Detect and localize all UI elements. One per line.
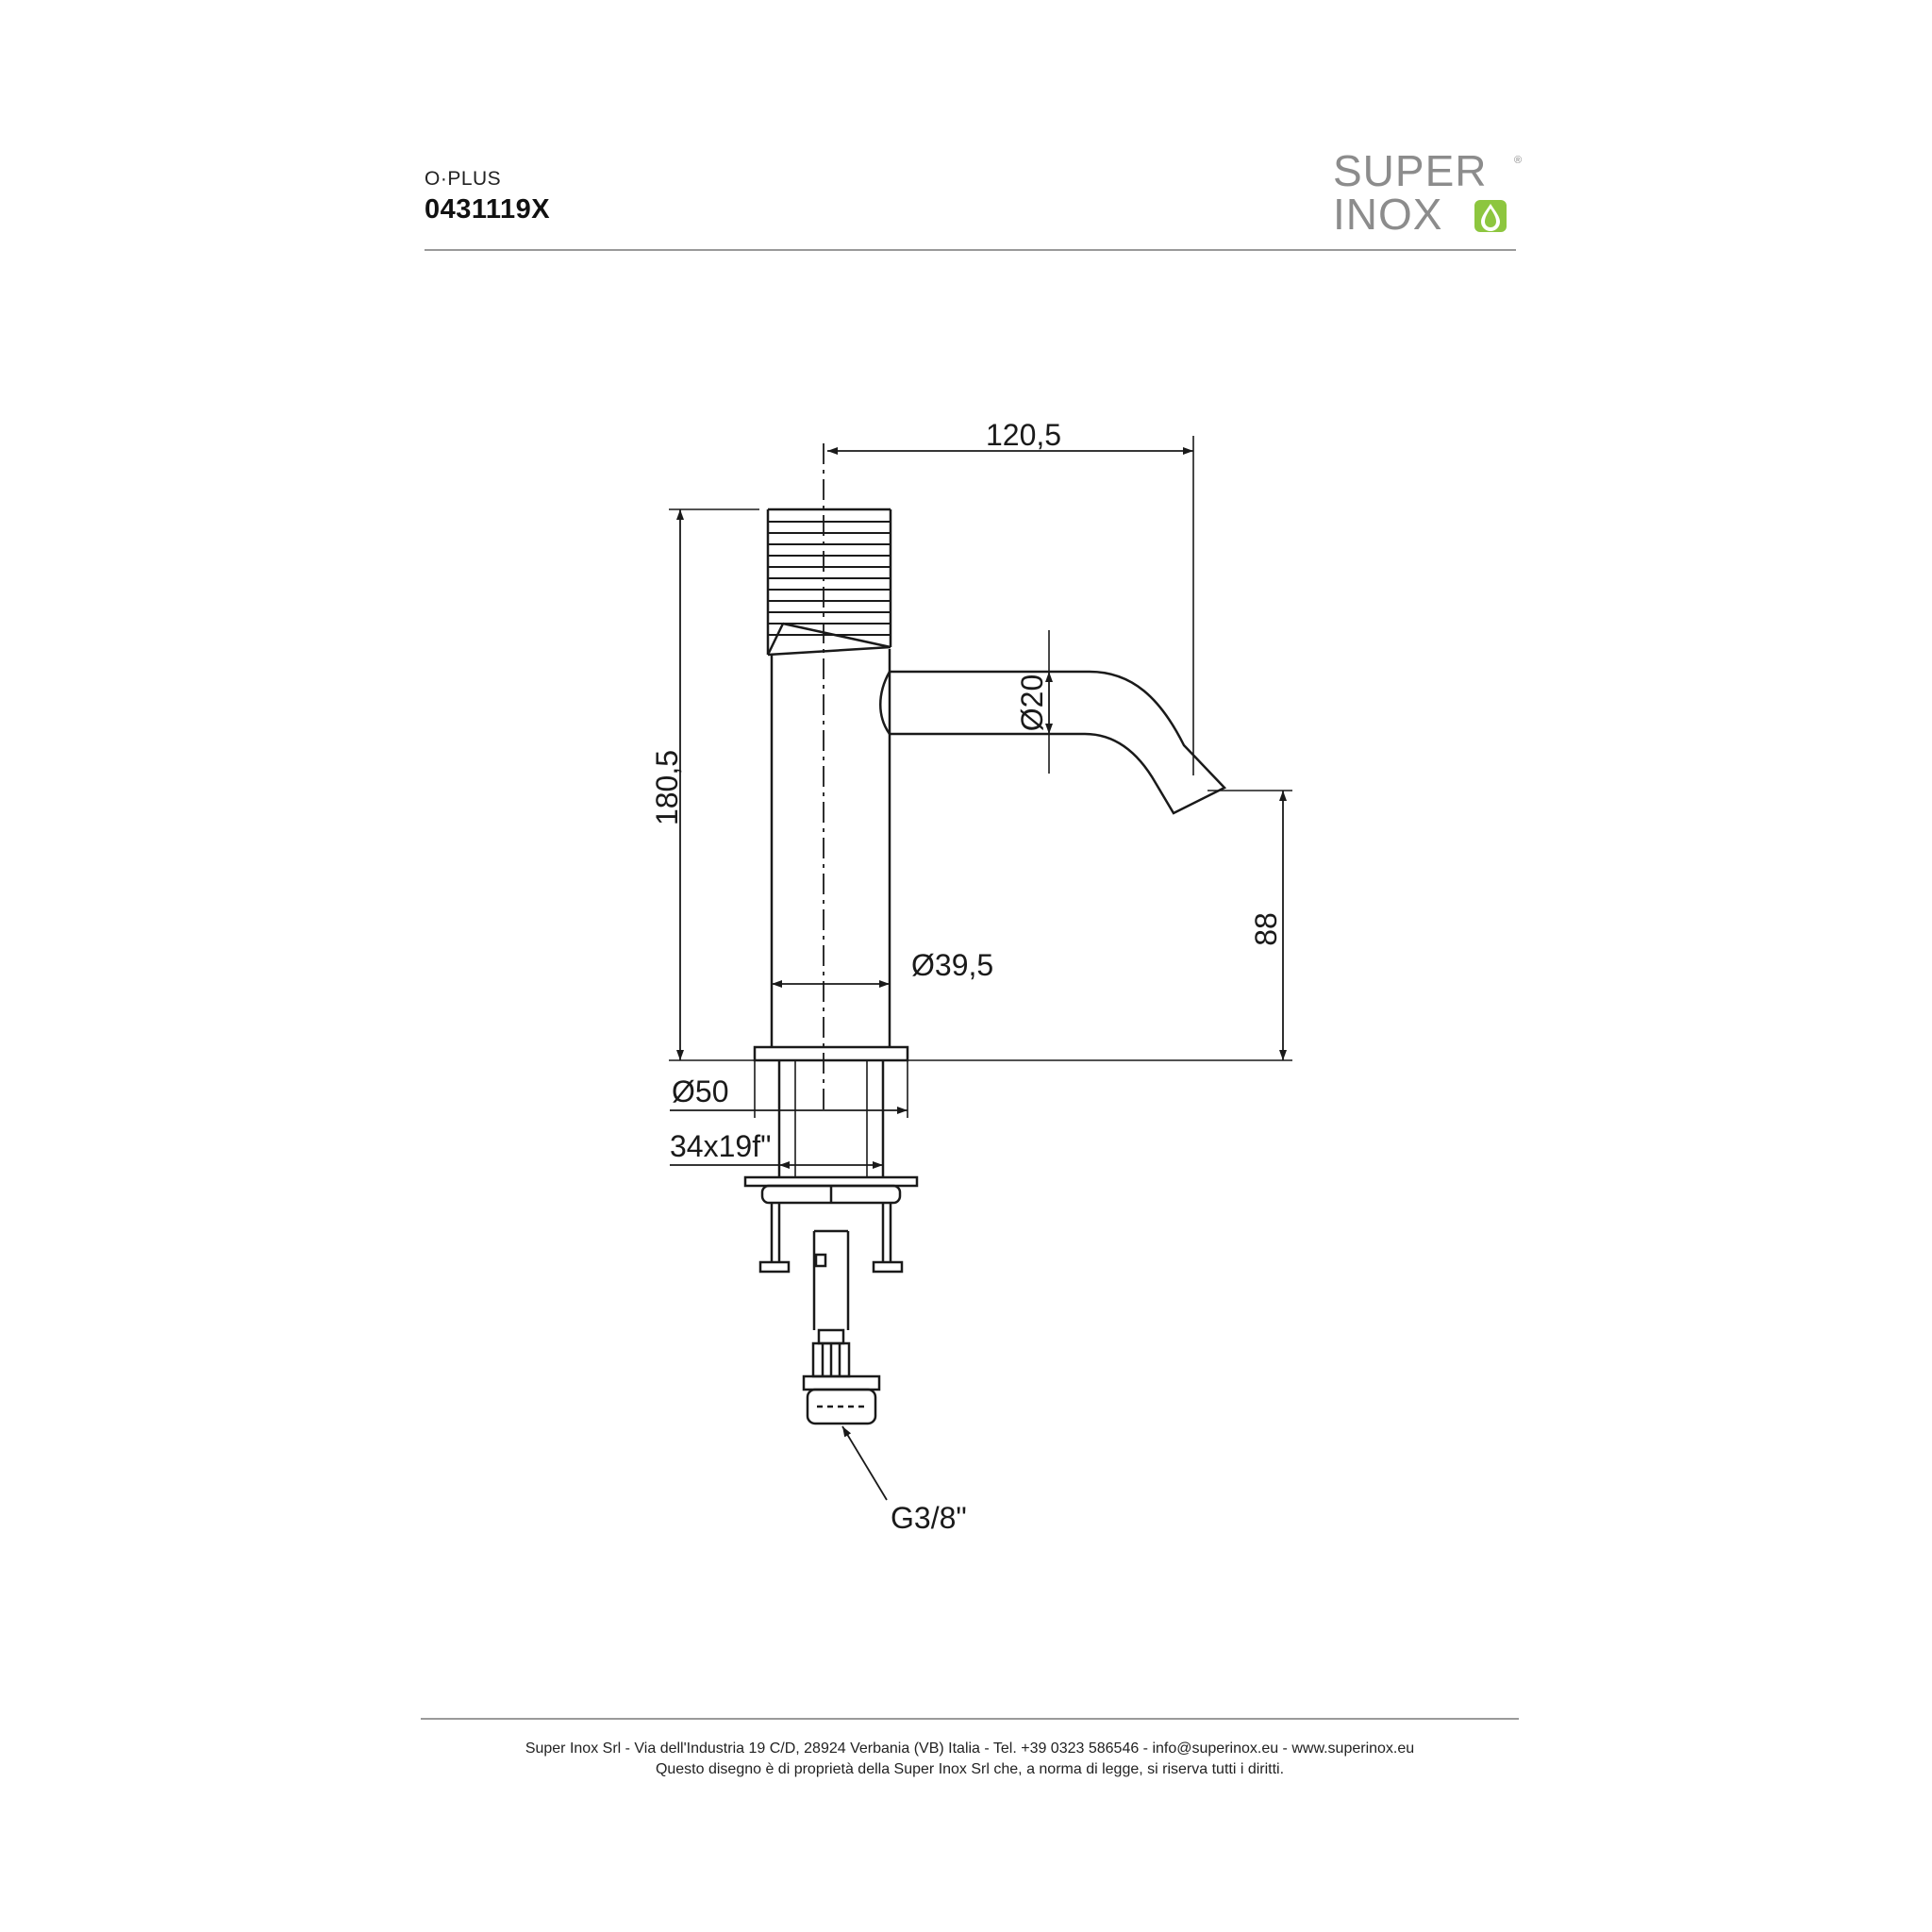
dim-body-diameter: Ø39,5 (911, 948, 993, 982)
dim-total-height: 180,5 (650, 750, 684, 825)
body-cylinder (770, 649, 891, 1047)
dim-spout-reach: 120,5 (986, 418, 1061, 452)
footer-copyright: Questo disegno è di proprietà della Supe… (655, 1761, 1285, 1777)
footer-company-info: Super Inox Srl - Via dell'Industria 19 C… (525, 1740, 1415, 1757)
product-code: 0431119X (425, 194, 551, 225)
water-drop-icon (1474, 200, 1507, 232)
header-divider (425, 249, 1516, 251)
series-name: O·PLUS (425, 168, 502, 190)
extension-lines (669, 436, 1292, 1118)
logo-word-inox: INOX (1333, 190, 1443, 239)
dim-thread: 34x19f" (670, 1129, 771, 1163)
spout (879, 670, 1227, 815)
brand-logo: SUPER ® INOX (1333, 149, 1522, 236)
handle-cap (766, 508, 892, 657)
dimension-lines (670, 447, 1287, 1501)
logo-registered-mark: ® (1514, 155, 1523, 166)
mounting-assembly (743, 1060, 919, 1425)
dim-spout-height: 88 (1249, 912, 1283, 946)
base-rosette (753, 1045, 909, 1062)
logo-word-super: SUPER (1333, 146, 1488, 195)
dim-connection: G3/8" (891, 1501, 967, 1535)
dim-spout-diameter: Ø20 (1015, 675, 1049, 731)
dim-base-diameter: Ø50 (672, 1074, 728, 1108)
footer-divider (421, 1718, 1519, 1720)
